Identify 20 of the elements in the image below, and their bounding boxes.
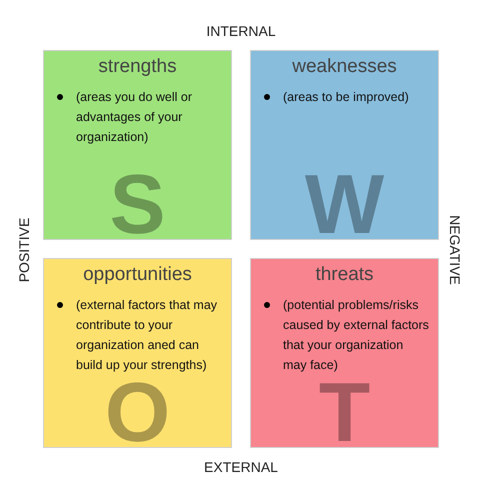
bullet-text: (areas to be improved) — [283, 89, 410, 106]
bullet-text: (areas you do well or advantages of your organization) — [76, 89, 194, 146]
background-letter: O — [104, 379, 170, 445]
quadrant-box — [250, 50, 439, 240]
background-letter: T — [318, 379, 372, 445]
bullet-text: (external factors that may contribute to your organization aned can build up your strengths) — [76, 297, 218, 374]
background-letter: S — [108, 171, 167, 237]
axis-label: INTERNAL — [206, 23, 276, 39]
axis-label: EXTERNAL — [204, 459, 278, 475]
quadrant-heading: opportunities — [82, 264, 193, 286]
quadrant-box — [43, 50, 232, 240]
bullet-text: (potential problems/risks caused by external factors that your organization may face) — [283, 297, 430, 374]
quadrant-heading: threats — [314, 264, 375, 286]
quadrant-heading: strengths — [97, 56, 178, 78]
axis-label: POSITIVE — [16, 218, 32, 282]
quadrant-box — [43, 258, 232, 448]
axis-label: NEGATIVE — [447, 215, 463, 285]
background-letter: W — [304, 171, 386, 237]
quadrant-heading: weaknesses — [291, 56, 398, 78]
quadrant-box — [250, 258, 439, 448]
